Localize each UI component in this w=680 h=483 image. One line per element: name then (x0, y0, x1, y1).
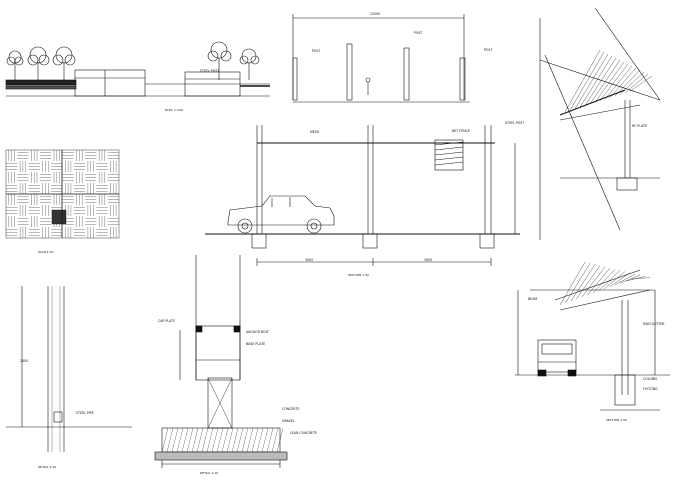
hatch-line (559, 261, 586, 306)
hatch-line (564, 49, 601, 113)
tree-icon (52, 46, 76, 80)
label-footing-a: ANCHOR BOLT (246, 330, 269, 334)
caption-canopy-section: SECTION 1:50 (606, 418, 627, 422)
hatch-line (576, 265, 601, 300)
dim-top-total: 12000 (370, 12, 380, 16)
fence-section (205, 125, 520, 266)
hatch-line (609, 67, 637, 98)
hatch-line (181, 427, 189, 453)
canopy-ribs (559, 261, 651, 306)
label-footing-d: GRAVEL (282, 419, 295, 423)
hatch-line (171, 427, 179, 453)
hatch-line (211, 427, 219, 453)
hatch-line (221, 427, 229, 453)
hatch-line (236, 427, 244, 453)
tree-icon (6, 50, 24, 80)
hatch-line (581, 266, 606, 298)
hatch-line (589, 59, 621, 105)
label-post-c: POST (484, 48, 492, 52)
hatch-line (570, 264, 596, 302)
hatch-line (629, 75, 653, 92)
tree-icon (27, 46, 50, 80)
hatch-line (624, 73, 649, 93)
hatch-line (631, 277, 651, 280)
hatch-line (603, 271, 626, 290)
dim-height: 2400 (20, 359, 28, 363)
hatch-line (619, 71, 645, 95)
label-footing-e: LEAN CONCRETE (290, 431, 317, 435)
hatch-line (246, 427, 254, 453)
post-elevation (292, 14, 470, 103)
hatch-line (261, 427, 269, 453)
hatch-line (609, 272, 631, 288)
canopy-section-top (539, 7, 661, 240)
paving-plan (5, 149, 120, 239)
hatch-line (231, 427, 239, 453)
hatch-line (569, 51, 605, 111)
hatch-line (614, 273, 636, 286)
hatch-panel (434, 139, 464, 171)
car-front-icon (537, 339, 577, 377)
column-detail (6, 286, 132, 452)
label-canopy-d: COLUMN (643, 377, 657, 381)
dim-span-1: 3000 (305, 258, 313, 262)
hatch-line (266, 427, 274, 453)
label-canopy-a: RC PLATE (632, 124, 647, 128)
label-post-b: POST (414, 31, 422, 35)
label-col-a: STEEL PIPE (76, 411, 94, 415)
caption-section-main: SECTION 1:50 (348, 273, 369, 277)
hatch-line (598, 270, 621, 292)
hatch-line (592, 269, 616, 294)
caption-column-detail: DETAIL 1:20 (38, 465, 56, 469)
hatch-line (216, 427, 224, 453)
hatch-line (579, 55, 613, 108)
label-canopy-c: RAIN GUTTER (643, 322, 665, 326)
hatch-line (251, 427, 259, 453)
canopy-ribs (564, 49, 653, 113)
hatch-line (587, 267, 611, 296)
hatch-line (201, 427, 209, 453)
hatch-line (186, 427, 194, 453)
label-panel-top: MESH (310, 130, 320, 134)
hatch-line (276, 427, 284, 453)
hatch-line (584, 57, 617, 106)
label-note-a: NET FENCE (452, 129, 470, 133)
tree-icon (239, 48, 260, 80)
hatch-line (599, 63, 629, 101)
label-canopy-b: BEAM (528, 297, 537, 301)
hatch-line (241, 427, 249, 453)
car-icon (227, 195, 335, 234)
caption-footing-detail: DETAIL 1:10 (200, 471, 218, 475)
hatch-line (226, 427, 234, 453)
label-canopy-e: FOOTING (643, 387, 658, 391)
label-note-b: STEEL POST (505, 121, 524, 125)
label-col-b: CAP PLATE (158, 319, 175, 323)
hatch-line (594, 61, 625, 103)
caption-plan: PLAN 1:20 (38, 250, 54, 254)
hatch-line (176, 427, 184, 453)
hatch-line (565, 263, 591, 304)
label-footing-c: CONCRETE (282, 407, 300, 411)
footing-detail (154, 255, 288, 468)
hatch-line (620, 275, 641, 284)
hatch-line (614, 69, 641, 97)
hatch-line (161, 427, 169, 453)
hatch-line (166, 427, 174, 453)
tree-icon (207, 41, 232, 80)
hatch-line (191, 427, 199, 453)
hatch-line (604, 65, 633, 100)
street-elevation (5, 41, 270, 97)
label-post-a: POST (312, 49, 320, 53)
dim-span-2: 3000 (424, 258, 432, 262)
hatch-line (574, 53, 609, 109)
label-fence-top: STEEL POST (200, 69, 219, 73)
caption-elevation: ELEV. 1:100 (165, 108, 183, 112)
hatch-line (271, 427, 279, 453)
hatch-line (206, 427, 214, 453)
hatch-line (256, 427, 264, 453)
label-footing-b: BASE PLATE (246, 342, 265, 346)
hatch-line (196, 427, 204, 453)
